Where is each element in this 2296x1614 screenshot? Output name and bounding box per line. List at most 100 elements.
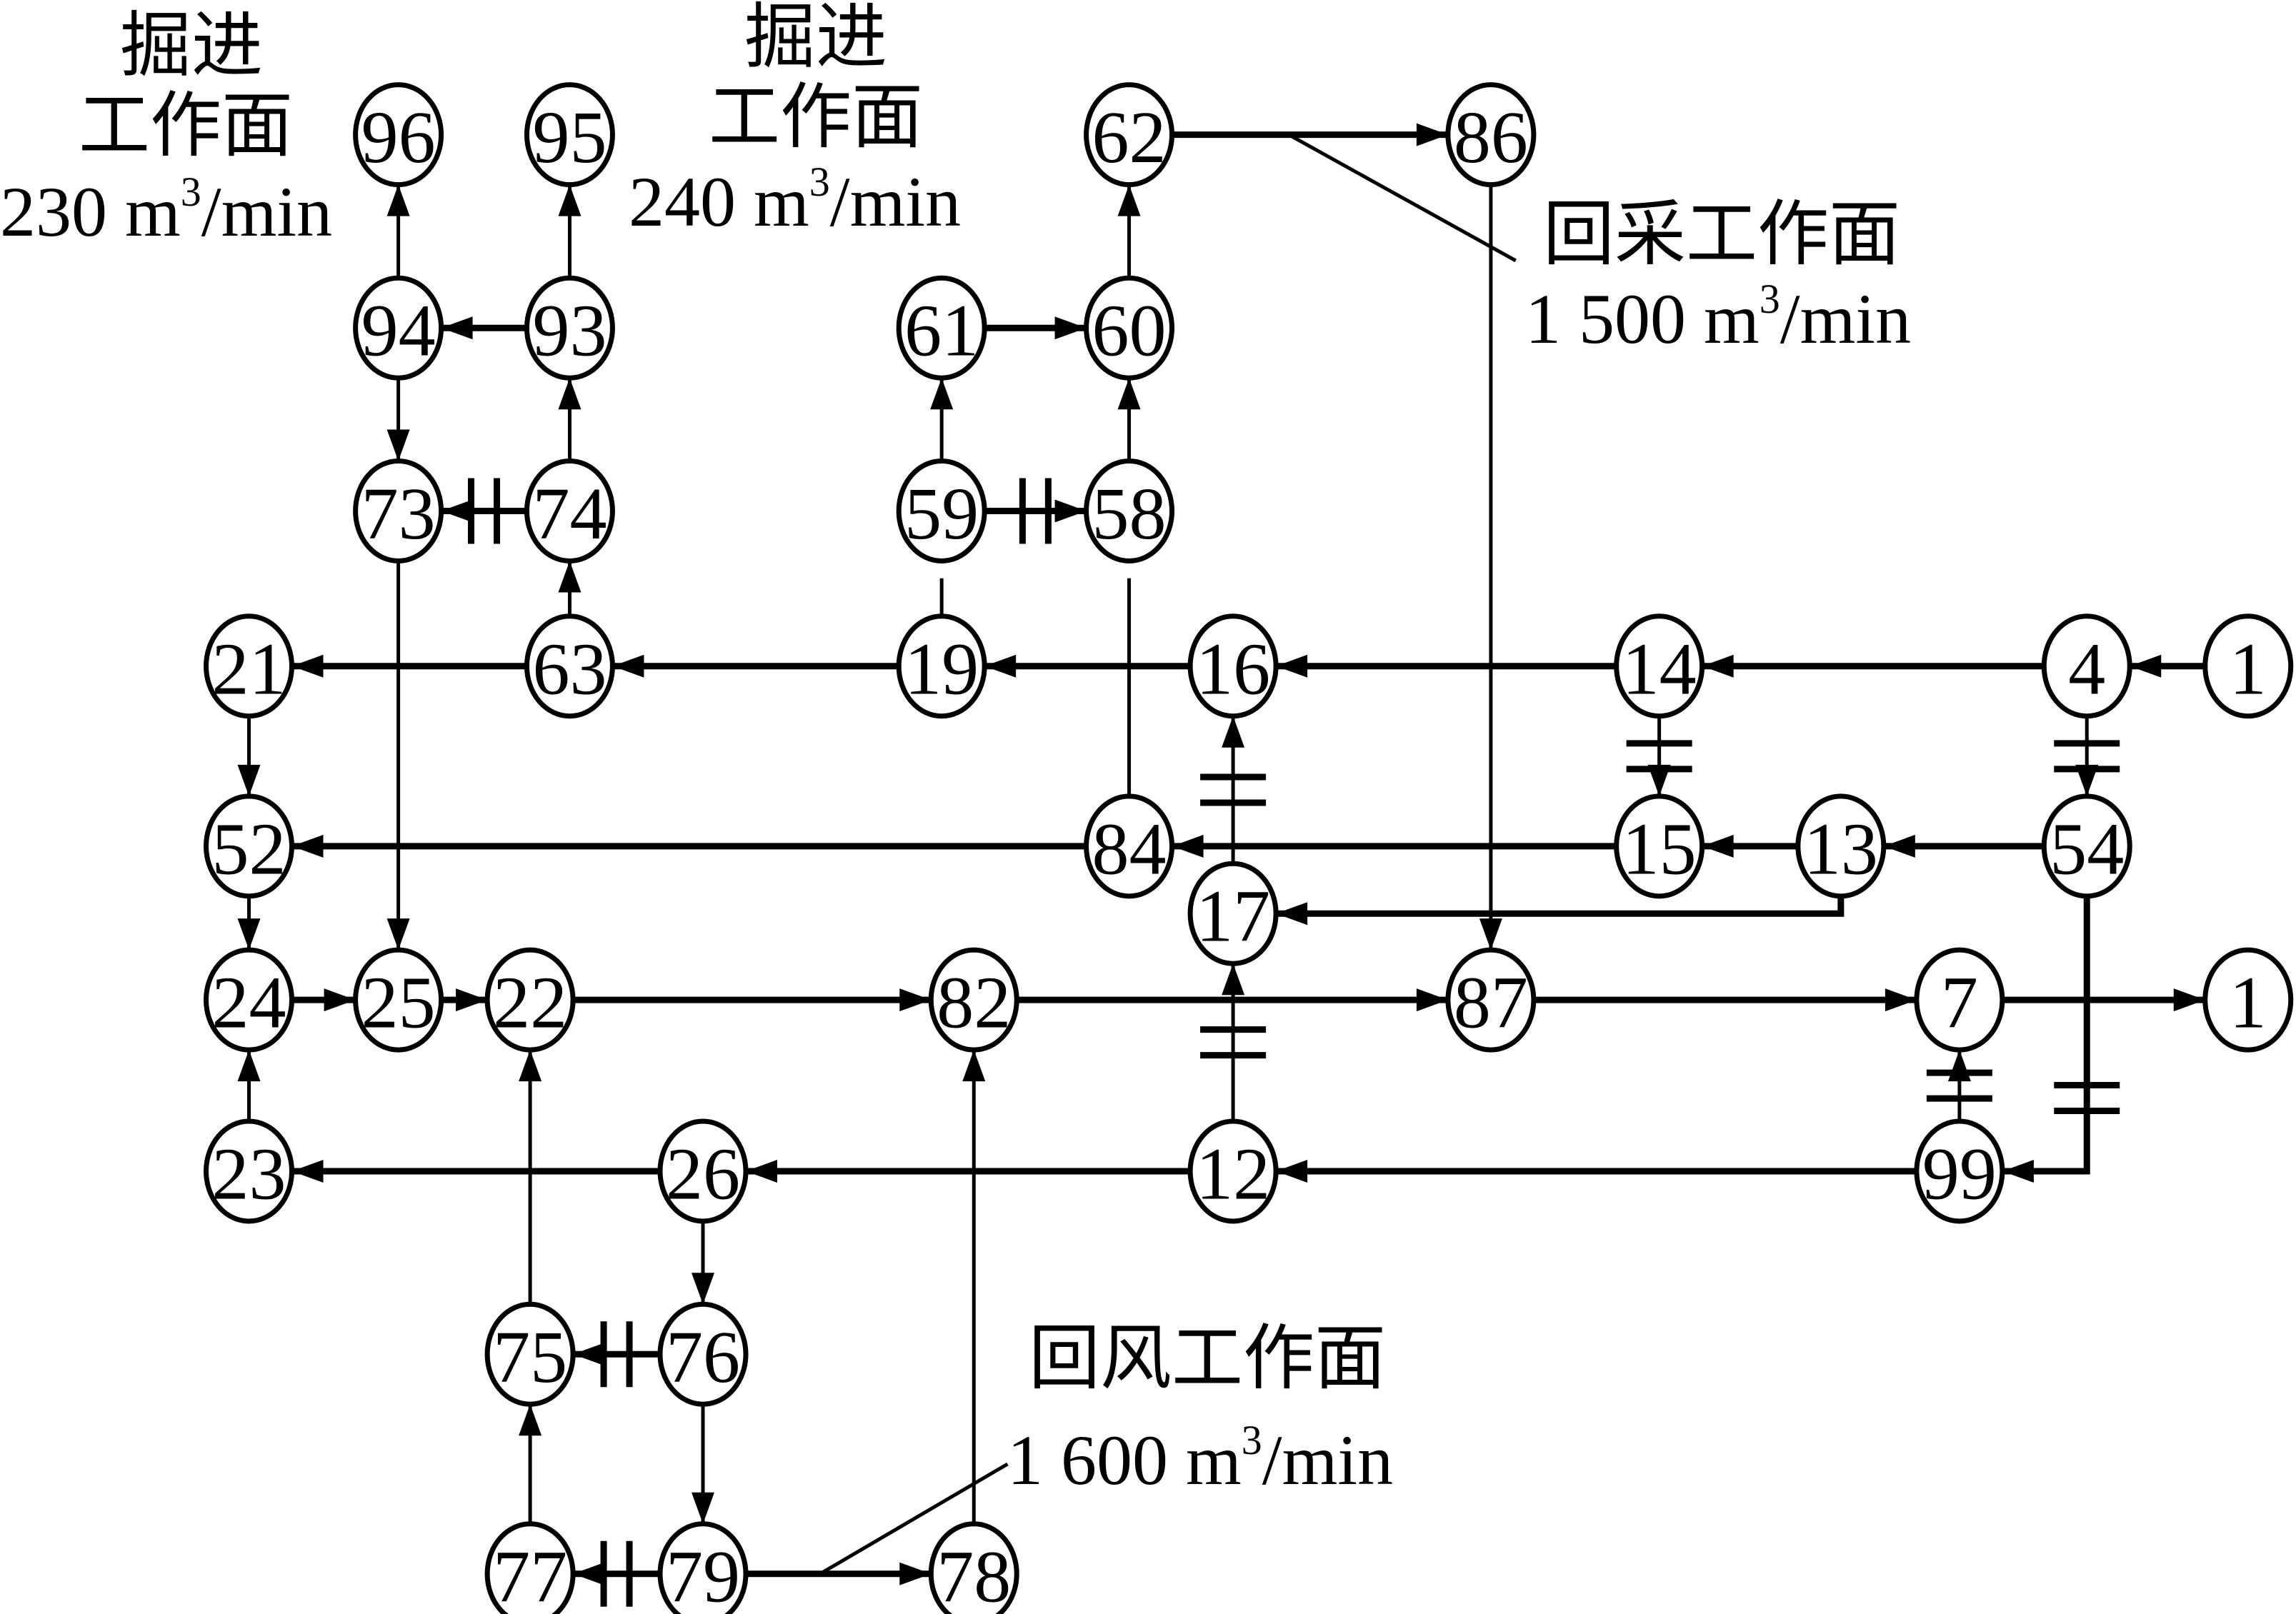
flow-unit-suffix: /min [1780, 279, 1911, 359]
arrowhead-60-to-62 [1117, 184, 1141, 216]
arrowhead-26-to-23 [291, 1160, 324, 1183]
regulator-99-7 [1926, 1069, 1992, 1102]
arrowhead-93-to-94 [441, 316, 473, 340]
node-14: 14 [1614, 613, 1705, 719]
node-label: 24 [212, 962, 286, 1044]
node-59: 59 [896, 458, 987, 563]
node-circle [2041, 613, 2132, 719]
arrowhead-14-to-16 [1276, 654, 1308, 678]
node-label: 25 [361, 962, 436, 1044]
node-label: 15 [1622, 808, 1697, 890]
regulator-4-54 [2054, 740, 2120, 773]
node-circle [1187, 613, 1279, 719]
node-circle [657, 1118, 749, 1224]
flow-value: 1 500 [1525, 279, 1686, 359]
node-26: 26 [657, 1118, 749, 1224]
node-circle [1084, 458, 1175, 563]
node-74: 74 [524, 458, 615, 563]
node-label: 78 [937, 1535, 1011, 1614]
node-label: 84 [1092, 808, 1167, 890]
node-21: 21 [204, 613, 294, 719]
arrowhead-14-to-15 [1647, 764, 1671, 796]
regulator-12-17 [1200, 1026, 1267, 1059]
node-label: 1 [2230, 962, 2267, 1044]
annotation-heading-face-1-flow: 230 m3/min [0, 169, 332, 251]
regulator-74-73 [468, 478, 501, 544]
annotation-mining-face: 回采工作面 1 500 m3/min [1525, 195, 1911, 359]
node-1: 1 [2202, 947, 2294, 1053]
node-25: 25 [353, 947, 444, 1053]
node-circle [524, 82, 615, 188]
node-circle [484, 1301, 576, 1407]
arrowhead-17-to-16 [1222, 716, 1245, 748]
node-circle [1795, 793, 1887, 899]
annotation-heading-face-2-line-2: 工作面 [709, 78, 923, 157]
leader-return-face [819, 1462, 1009, 1575]
arrowhead-13-to-17 [1276, 902, 1308, 926]
node-7: 7 [1914, 947, 2005, 1053]
node-77: 77 [484, 1521, 576, 1614]
node-75: 75 [484, 1301, 576, 1407]
node-label: 77 [493, 1535, 567, 1614]
flow-unit-superscript: 3 [809, 159, 830, 205]
node-94: 94 [353, 275, 444, 381]
node-circle [896, 275, 987, 381]
node-label: 17 [1196, 876, 1270, 958]
arrowhead-86-to-87 [1479, 918, 1502, 951]
node-circle [657, 1301, 749, 1407]
arrowhead-75-to-22 [519, 1050, 542, 1082]
node-label: 60 [1092, 290, 1167, 372]
arrowhead-82-to-87 [1416, 988, 1448, 1012]
node-label: 95 [532, 96, 607, 179]
node-label: 62 [1092, 96, 1167, 179]
node-58: 58 [1084, 458, 1175, 563]
node-label: 22 [493, 962, 567, 1044]
node-17: 17 [1187, 861, 1279, 966]
node-61: 61 [896, 275, 987, 381]
node-label: 99 [1922, 1133, 1997, 1215]
arrowhead-77-to-75 [519, 1404, 542, 1436]
arrowhead-54-to-99 [2002, 1160, 2034, 1183]
flow-unit-suffix: /min [830, 162, 961, 241]
node-96: 96 [353, 82, 444, 188]
arrowhead-94-to-96 [386, 184, 410, 216]
node-label: 4 [2068, 628, 2105, 710]
arrowhead-61-to-60 [1054, 316, 1087, 340]
node-circle [524, 613, 615, 719]
node-label: 13 [1804, 808, 1878, 890]
arrowhead-25-to-22 [456, 988, 488, 1012]
node-circle [1187, 1118, 1279, 1224]
node-label: 73 [361, 473, 436, 555]
node-87: 87 [1445, 947, 1537, 1053]
flow-unit-suffix: /min [201, 172, 332, 251]
edge-54-to-99 [2002, 896, 2090, 1175]
flow-unit: m [1704, 279, 1760, 359]
node-99: 99 [1914, 1118, 2005, 1224]
arrowhead-93-to-95 [558, 184, 582, 216]
regulator-76-75 [600, 1321, 633, 1388]
node-label: 96 [361, 96, 436, 179]
node-circle [1614, 613, 1705, 719]
node-13: 13 [1795, 793, 1887, 899]
arrowhead-74-to-93 [558, 378, 582, 410]
arrowhead-26-to-76 [692, 1273, 714, 1305]
node-label: 23 [212, 1133, 286, 1215]
node-label: 1 [2230, 628, 2267, 710]
node-circle [484, 947, 576, 1053]
flow-unit: m [125, 172, 181, 251]
node-1: 1 [2202, 613, 2294, 719]
arrowhead-4-to-14 [1702, 654, 1734, 678]
node-circle [204, 793, 294, 899]
annotation-mining-face-flow: 1 500 m3/min [1525, 276, 1911, 359]
arrowhead-87-to-7 [1885, 988, 1917, 1012]
arrowhead-79-to-78 [899, 1562, 932, 1585]
node-circle [2041, 793, 2132, 899]
node-84: 84 [1084, 793, 1175, 899]
node-label: 79 [666, 1535, 740, 1614]
arrowhead-63-to-21 [291, 654, 324, 678]
leader-lines [819, 133, 1517, 1575]
arrowhead-23-to-24 [237, 1050, 261, 1082]
arrowhead-79-to-77 [573, 1562, 605, 1585]
node-circle [204, 613, 294, 719]
annotation-heading-face-2-flow: 240 m3/min [629, 159, 961, 241]
